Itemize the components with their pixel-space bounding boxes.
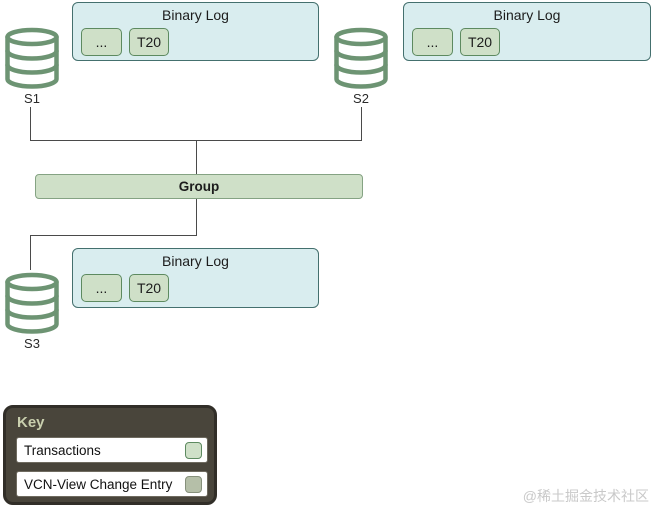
transactions-color-swatch	[185, 441, 202, 459]
database-icon	[5, 272, 59, 334]
server-label: S2	[353, 91, 369, 106]
legend-item-vcn-view-change-entry: VCN-View Change Entry	[16, 471, 208, 497]
group-box: Group	[35, 174, 363, 199]
binary-log-box-s2: Binary Log ... T20	[403, 2, 651, 61]
s1-s2-to-group-line	[30, 107, 362, 141]
binary-log-title: Binary Log	[493, 7, 561, 23]
transaction-entry-ellipsis: ...	[81, 274, 122, 302]
legend-item-label: Transactions	[24, 442, 101, 458]
binary-log-entries: ... T20	[81, 274, 169, 302]
server-s2: S2	[332, 27, 390, 106]
transaction-entry-t20: T20	[129, 274, 169, 302]
binary-log-box-s3: Binary Log ... T20	[72, 248, 319, 308]
transaction-entry-t20: T20	[129, 28, 169, 56]
watermark-text: @稀土掘金技术社区	[522, 488, 649, 504]
legend-title: Key	[17, 414, 45, 431]
legend-item-label: VCN-View Change Entry	[24, 476, 173, 492]
transaction-entry-ellipsis: ...	[81, 28, 122, 56]
vcn-view-change-entry-color-swatch	[185, 475, 202, 493]
transaction-entry-t20: T20	[460, 28, 500, 56]
binary-log-title: Binary Log	[162, 7, 229, 23]
server-label: S1	[24, 91, 40, 106]
server-s1: S1	[3, 27, 61, 106]
server-s3: S3	[3, 272, 61, 351]
database-icon	[334, 27, 388, 89]
binary-log-entries: ... T20	[412, 28, 500, 56]
legend-key-box: Key Transactions VCN-View Change Entry	[3, 405, 217, 505]
binary-log-title: Binary Log	[162, 253, 229, 269]
transaction-entry-ellipsis: ...	[412, 28, 453, 56]
server-label: S3	[24, 336, 40, 351]
legend-item-transactions: Transactions	[16, 437, 208, 463]
binary-log-entries: ... T20	[81, 28, 169, 56]
database-icon	[5, 27, 59, 89]
binary-log-box-s1: Binary Log ... T20	[72, 2, 319, 61]
